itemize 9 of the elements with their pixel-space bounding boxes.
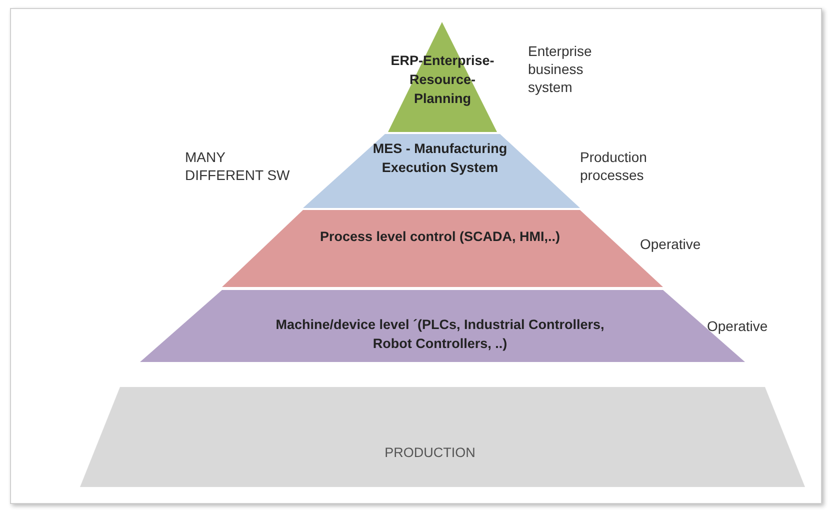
side-note: MANY DIFFERENT SW: [185, 148, 291, 184]
level-description: Operative: [640, 235, 702, 254]
level-description: Production processes: [580, 148, 648, 184]
layer-label: Machine/device level ´(PLCs, Industrial Controllers, Robot Controllers, ..): [274, 316, 606, 353]
layer-label: MES - Manufacturing Execution System: [372, 140, 508, 177]
layer-label: PRODUCTION: [384, 444, 476, 462]
level-description: Enterprise business system: [528, 42, 593, 97]
level-description: Operative: [707, 317, 769, 336]
layer-label: Process level control (SCADA, HMI,..): [318, 228, 562, 246]
